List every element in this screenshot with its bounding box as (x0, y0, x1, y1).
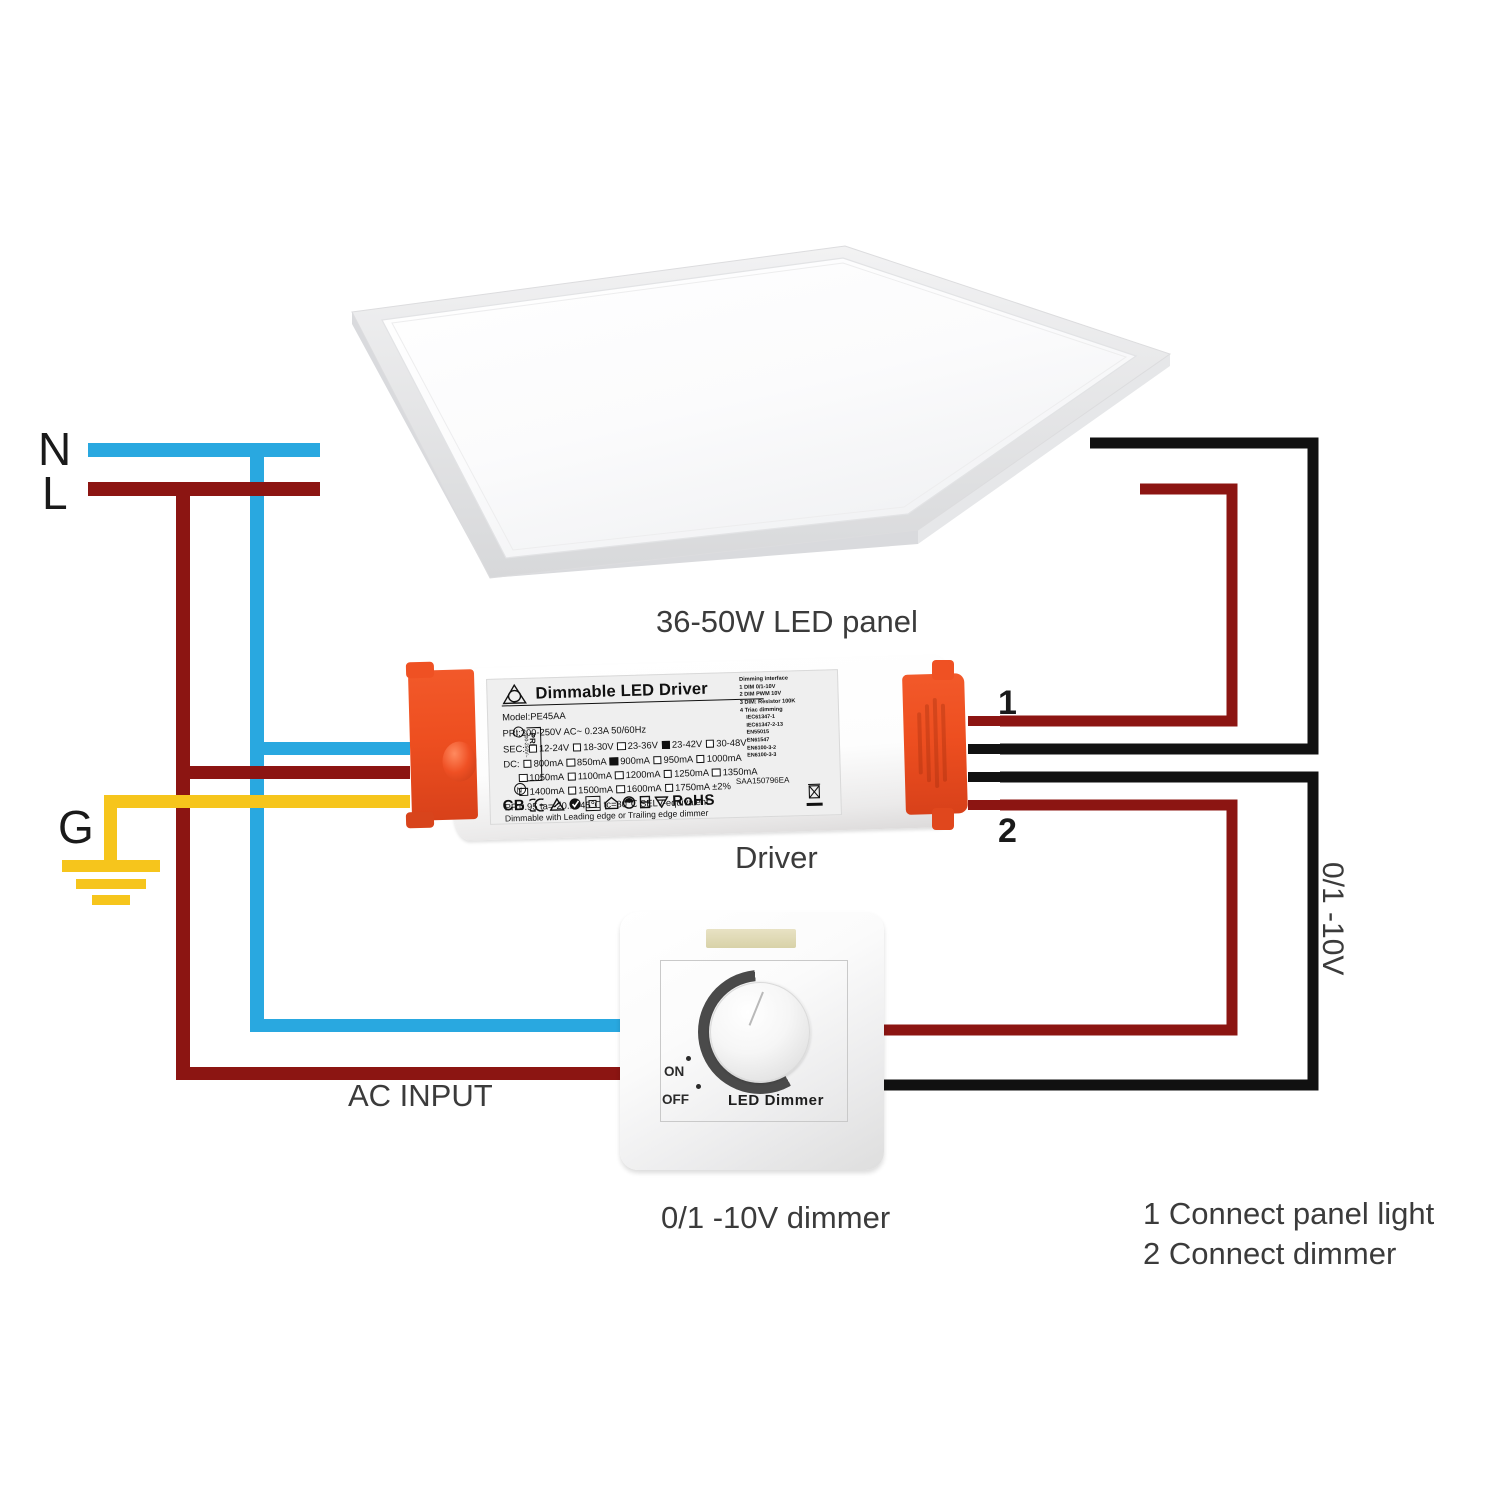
spec-option-label: 1250mA (673, 766, 709, 779)
terminal-label-n: N (38, 423, 72, 475)
spec-option-label: 950mA (663, 753, 693, 766)
spec-checkbox (566, 757, 576, 767)
spec-option-label: 1200mA (625, 768, 661, 781)
dimmer-on-dot (686, 1056, 691, 1061)
spec-option-label: 900mA (620, 754, 650, 767)
dimmer-off-label: OFF (662, 1092, 689, 1107)
callout-2: 2 (998, 812, 1017, 850)
side-pri-label: PRI (527, 732, 537, 747)
manufacturer-logo-icon (502, 683, 527, 705)
callout-1: 1 (998, 684, 1017, 722)
driver-output-cap (902, 673, 968, 815)
caption-led-panel: 36-50W LED panel (656, 604, 918, 639)
driver-output-tab-bottom (932, 808, 954, 830)
driver-output-tab-top (932, 660, 954, 680)
label-dimming-bus: 0/1 -10V (1316, 862, 1349, 976)
spec-checkbox (652, 755, 662, 765)
spec-checkbox (661, 740, 671, 750)
rohs-mark: RoHS (671, 791, 716, 810)
wall-dimmer-graphic: ON OFF LED Dimmer (620, 912, 884, 1170)
driver-certification-row: CB (502, 792, 715, 815)
dimmer-knob[interactable] (710, 982, 810, 1082)
legend-item-2: 2 Connect dimmer (1143, 1236, 1397, 1271)
neutral-wire-blue (88, 443, 632, 1032)
spec-option-label: 1100mA (577, 769, 612, 782)
thermal-mark-icon (622, 796, 636, 809)
dimmer-inner-frame (660, 960, 848, 1122)
spec-option-label: 18-30V (583, 740, 614, 753)
driver-input-cap (407, 669, 479, 821)
driver-side-marking: t N PRI 200-250V~ (510, 724, 552, 799)
spec-checkbox (609, 756, 619, 766)
independent-mark-icon (654, 796, 669, 809)
driver-cap-tab-bottom (405, 811, 435, 829)
dimmer-indicator-strip (706, 929, 796, 948)
spec-option-label: 23-36V (627, 739, 659, 752)
live-wire-red (88, 482, 632, 1080)
driver-approval-code: SAA150796EA (735, 775, 790, 787)
spec-checkbox (616, 784, 625, 794)
spec-checkbox (567, 771, 576, 781)
spec-checkbox (696, 754, 705, 764)
dimmer-off-dot (696, 1084, 701, 1089)
driver-spec-label: Dimmable LED Driver Model:PE45AA PRI:200… (486, 669, 842, 825)
indoor-use-icon (604, 796, 619, 810)
rcm-mark-icon (549, 797, 565, 811)
terminal-label-g: G (58, 801, 94, 853)
spec-option-label: 850mA (576, 755, 607, 768)
driver-output-stubs (968, 716, 1012, 810)
caption-ac-input: AC INPUT (348, 1078, 493, 1113)
spec-option-label: 23-42V (671, 737, 703, 750)
spec-checkbox (617, 741, 626, 751)
spec-checkbox (572, 742, 582, 752)
side-voltage-label: 200-250V~ (522, 732, 530, 758)
weee-bin-icon (808, 783, 821, 799)
sec-options: 12-24V 18-30V 23-36V 23-42V 30-48V (527, 736, 747, 754)
spec-checkbox (711, 767, 721, 777)
cb-mark: CB (502, 796, 526, 815)
caption-dimmer: 0/1 -10V dimmer (661, 1200, 891, 1235)
spec-checkbox (664, 783, 674, 792)
ce-mark-icon (529, 798, 544, 812)
weee-bar (806, 802, 823, 807)
spec-checkbox (567, 785, 577, 795)
led-panel-graphic (330, 228, 1180, 600)
dimmer-on-label: ON (664, 1064, 685, 1079)
spec-checkbox (705, 739, 715, 748)
spec-checkbox (614, 770, 624, 780)
legend-item-1: 1 Connect panel light (1143, 1196, 1435, 1231)
dimmer-dc-wires (878, 771, 1319, 1091)
c-tick-mark-icon (569, 798, 581, 810)
svg-text:N: N (517, 785, 523, 794)
fuse-mark-icon (639, 795, 651, 809)
dc-tolerance: ±2% (712, 780, 732, 792)
svg-text:t: t (516, 730, 518, 737)
spec-option-label: 30-48V (716, 736, 747, 749)
standard-item: EN6100-3-3 (747, 752, 777, 760)
panel-dc-wires (1000, 437, 1319, 755)
driver-cap-tab-top (405, 661, 435, 679)
driver-cap-bump (441, 741, 478, 783)
led-driver-graphic: Dimmable LED Driver Model:PE45AA PRI:200… (392, 648, 992, 848)
terminal-label-l: L (42, 467, 68, 519)
spec-option-label: 1000mA (706, 751, 742, 764)
spec-checkbox (663, 769, 673, 779)
dimmer-brand-label: LED Dimmer (728, 1092, 825, 1109)
caption-driver: Driver (735, 840, 818, 875)
ground-wire-yellow (62, 795, 410, 905)
class2-mark-icon (585, 795, 601, 812)
driver-model: Model:PE45AA (501, 709, 566, 723)
